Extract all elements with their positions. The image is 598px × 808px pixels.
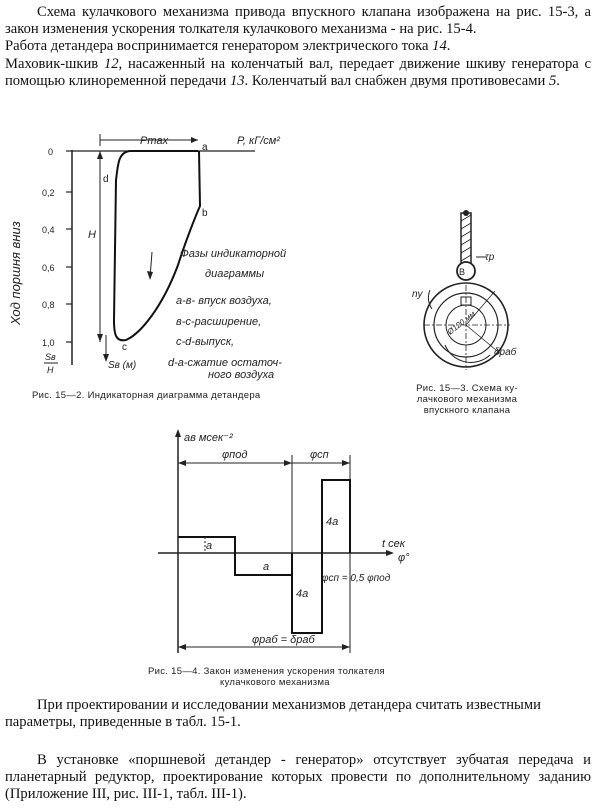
fig2-caption: Рис. 15—2. Индикаторная диаграмма детанд… bbox=[32, 390, 261, 401]
fig3-caption: Рис. 15—3. Схема ку- лачкового механизма… bbox=[397, 383, 537, 416]
legend-item-4: d-a-сжатие остаточ- bbox=[168, 357, 282, 369]
point-a: a bbox=[202, 142, 208, 153]
intro-sentence-3b: насаженный на коленчатый вал, передает д… bbox=[5, 55, 591, 89]
tick-02: 0,2 bbox=[42, 188, 55, 198]
tick-10: 1,0 bbox=[42, 338, 55, 348]
point-c: c bbox=[122, 342, 127, 353]
intro-paragraph: Схема кулачкового механизма привода впус… bbox=[5, 4, 591, 90]
fig4-caption-line-1: Рис. 15—4. Закон изменения ускорения тол… bbox=[148, 666, 385, 677]
phi-sp-label: φсп bbox=[310, 449, 329, 461]
legend-item-5: ного воздуха bbox=[208, 369, 274, 381]
paragraph-parameters: При проектировании и исследовании механи… bbox=[5, 697, 591, 731]
ref-5: 5 bbox=[548, 72, 557, 89]
tick-08: 0,8 bbox=[42, 300, 55, 310]
y-axis-label: aв мсек⁻² bbox=[184, 432, 233, 444]
ref-13: 13 bbox=[229, 72, 245, 89]
paragraph-installation: В установке «поршневой детандер - генера… bbox=[5, 752, 591, 804]
t-label: t сек bbox=[382, 538, 406, 550]
delta-label: δраб bbox=[494, 346, 517, 358]
h-label: H bbox=[88, 229, 96, 241]
phi-rab-label: φраб = δраб bbox=[252, 634, 315, 646]
intro-sentence-3: Маховик-шкив bbox=[5, 55, 104, 72]
tick-0: 0 bbox=[48, 147, 53, 157]
p-max-label: Pmax bbox=[140, 135, 169, 147]
n-label: nу bbox=[412, 289, 424, 300]
intro-sentence-1: Схема кулачкового механизма привода впус… bbox=[5, 4, 591, 38]
legend-item-3: с-d-выпуск, bbox=[176, 336, 234, 348]
fig3-caption-line-2: лачкового механизма bbox=[416, 394, 518, 405]
point-d: d bbox=[103, 174, 109, 185]
b-label: B bbox=[459, 267, 465, 277]
fig3-caption-line-1: Рис. 15—3. Схема ку- bbox=[416, 383, 518, 394]
point-b: b bbox=[202, 208, 208, 219]
fig3-caption-line-3: впускного клапана bbox=[423, 405, 511, 416]
4a-label-bottom: 4a bbox=[296, 588, 308, 600]
acceleration-law-diagram: aв мсек⁻² φпод φсп t сек φ° a a 4a 4a φс… bbox=[158, 429, 410, 653]
legend-title-1: Фазы индикаторной bbox=[180, 248, 286, 260]
tau-label: τр bbox=[485, 252, 495, 263]
legend-item-2: в-с-расширение, bbox=[176, 316, 261, 328]
ref-14: 14 bbox=[432, 38, 447, 55]
paragraph-parameters-text: При проектировании и исследовании механи… bbox=[5, 697, 541, 731]
tick-06: 0,6 bbox=[42, 263, 55, 273]
s-label: Sв (м) bbox=[108, 360, 136, 371]
y-axis-label: Ход поршня вниз bbox=[8, 221, 23, 326]
phi-pod-label: φпод bbox=[222, 449, 247, 461]
fig4-caption: Рис. 15—4. Закон изменения ускорения тол… bbox=[148, 666, 448, 688]
ratio-num: Sв bbox=[45, 352, 56, 362]
ref-12: 12, bbox=[103, 55, 123, 72]
fig4-caption-line-2: кулачкового механизма bbox=[220, 677, 330, 688]
tick-04: 0,4 bbox=[42, 225, 55, 235]
a-label-2: a bbox=[263, 561, 269, 573]
a-label-1: a bbox=[206, 540, 212, 552]
punct: . bbox=[446, 38, 451, 55]
p-unit-label: P, кГ/см² bbox=[237, 135, 280, 147]
intro-sentence-2: Работа детандера воспринимается генерато… bbox=[5, 38, 433, 55]
paragraph-installation-text: В установке «поршневой детандер - генера… bbox=[5, 752, 591, 803]
intro-sentence-3c: . Коленчатый вал снабжен двумя противове… bbox=[244, 72, 549, 89]
phi-axis-label: φ° bbox=[398, 552, 410, 564]
indicator-diagram: 0 0,2 0,4 0,6 0,8 1,0 Sв H Ход поршня вн… bbox=[8, 134, 286, 381]
punct: . bbox=[556, 72, 560, 89]
cam-mechanism-diagram: B τр Ø120 мм δраб nу bbox=[412, 210, 517, 370]
legend-title-2: диаграммы bbox=[205, 268, 264, 280]
relation-label: φсп = 0,5 φпод bbox=[322, 573, 391, 584]
legend-item-1: a-в- впуск воздуха, bbox=[176, 295, 272, 307]
4a-label-top: 4a bbox=[326, 516, 338, 528]
ratio-den: H bbox=[47, 365, 54, 375]
